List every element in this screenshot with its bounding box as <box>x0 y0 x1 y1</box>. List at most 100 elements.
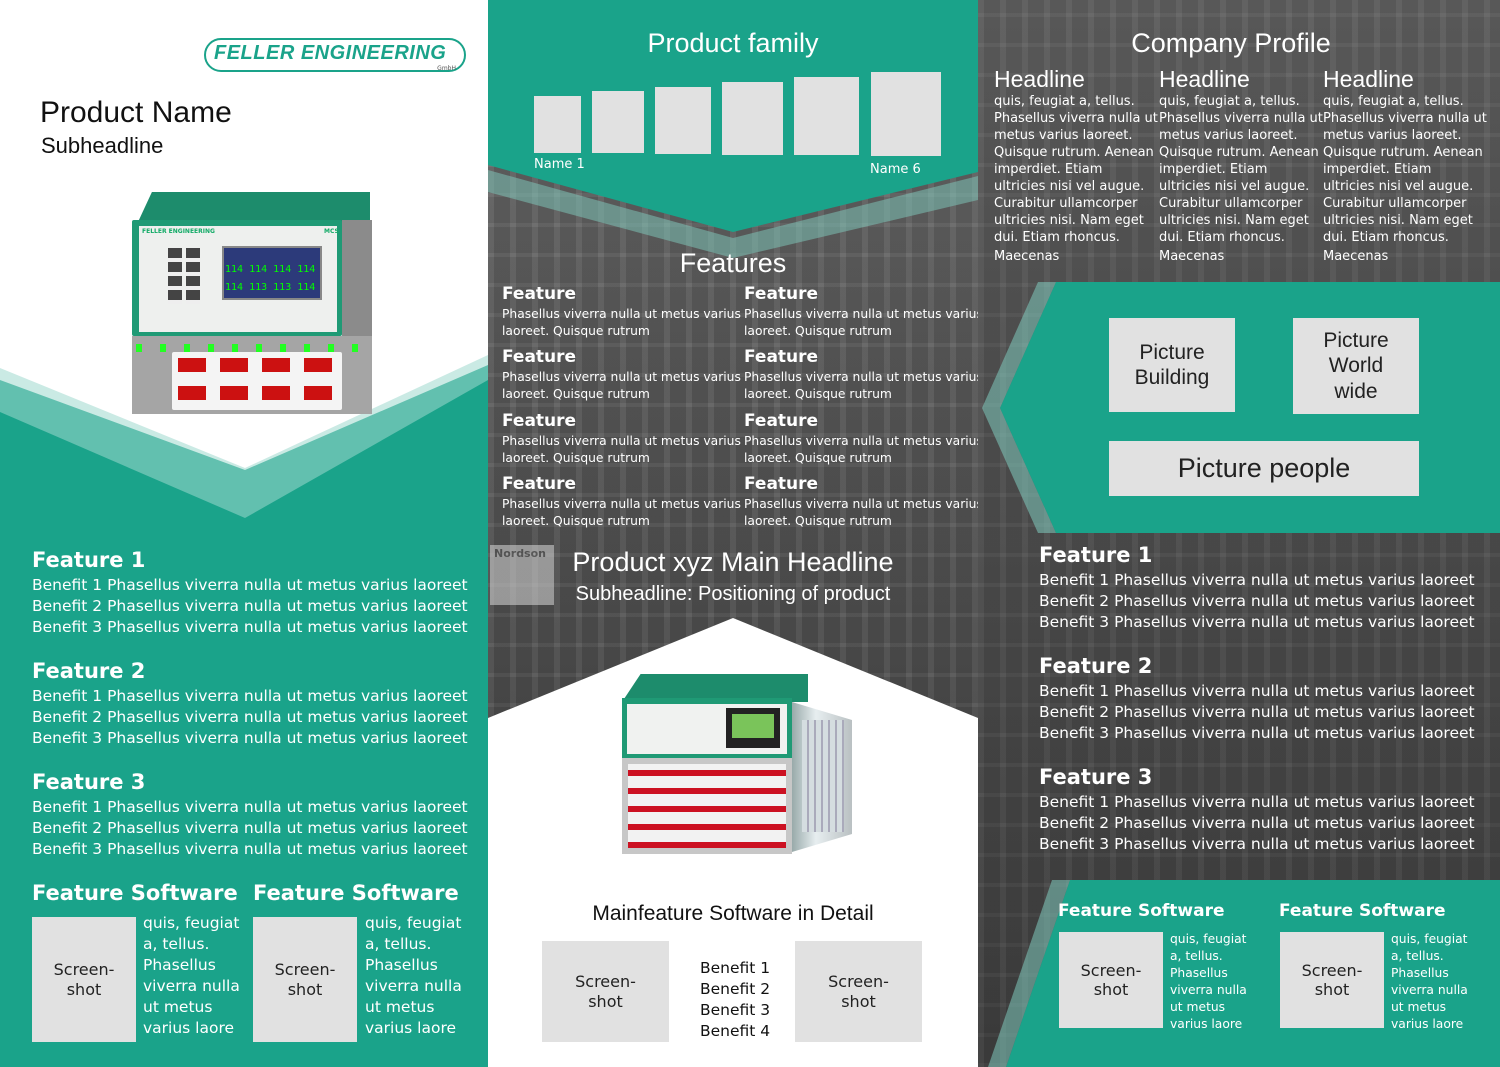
feature-title: Feature 1 <box>32 548 146 572</box>
feature-item-text: laoreet. Quisque rutrum <box>744 324 892 338</box>
benefit-text: Benefit 3 Phasellus viverra nulla ut met… <box>1039 613 1475 631</box>
background-sign-text: Nordson <box>494 547 546 560</box>
feature-item-title: Feature <box>502 411 577 431</box>
company-text-line: Curabitur ullamcorper <box>994 196 1138 211</box>
family-product-5 <box>794 77 859 155</box>
software-text-line: ut metus <box>1391 1000 1447 1014</box>
feature-item-text: Phasellus viverra nulla ut metus varius <box>744 434 978 448</box>
software-title: Feature Software <box>1058 901 1225 921</box>
screenshot-placeholder-right: Screen- shot <box>795 941 922 1042</box>
company-text-line: ultricies nisi vel augue. <box>994 179 1145 194</box>
software-text-line: varius laore <box>1391 1017 1464 1031</box>
screenshot-placeholder-left: Screen- shot <box>542 941 669 1042</box>
benefit-item: Benefit 1 <box>700 959 771 977</box>
benefit-text: Benefit 2 Phasellus viverra nulla ut met… <box>32 597 468 615</box>
software-title: Feature Software <box>253 881 459 905</box>
feature-item-title: Feature <box>744 284 819 304</box>
software-text-line: a, tellus. <box>1391 949 1444 963</box>
device-screen-row2: 114 113 113 114 <box>225 282 316 293</box>
product-device-image: FELLER ENGINEERING MCS 114 114 114 114 1… <box>132 192 378 414</box>
product-name: Product Name <box>40 96 232 129</box>
company-text-line: imperdiet. Etiam <box>1159 162 1268 177</box>
software-detail-title: Mainfeature Software in Detail <box>592 902 874 925</box>
software-text-line: ut metus <box>143 998 213 1016</box>
picture-worldwide: Picture World wide <box>1293 318 1419 414</box>
family-product-3 <box>655 87 711 154</box>
benefit-text: Benefit 3 Phasellus viverra nulla ut met… <box>32 729 468 747</box>
benefit-text: Benefit 3 Phasellus viverra nulla ut met… <box>1039 835 1475 853</box>
middle-panel: Nordson Product family Name 1 Name 6 Fea… <box>488 0 978 1067</box>
software-text-line: viverra nulla <box>1170 983 1247 997</box>
software-title: Feature Software <box>32 881 238 905</box>
feature-item-text: Phasellus viverra nulla ut metus varius <box>502 307 741 321</box>
left-panel: FELLER ENGINEERING GmbH Product Name Sub… <box>0 0 488 1067</box>
company-text-line: imperdiet. Etiam <box>1323 162 1432 177</box>
company-text-line: ultricies nisi vel augue. <box>1323 179 1474 194</box>
software-text-line: viverra nulla <box>1391 983 1468 997</box>
benefit-text: Benefit 1 Phasellus viverra nulla ut met… <box>1039 793 1475 811</box>
company-text-line: ultricies nisi. Nam eget <box>994 213 1144 228</box>
company-text-line: ultricies nisi. Nam eget <box>1323 213 1473 228</box>
software-description: quis, feugiat a, tellus. Phasellus viver… <box>1170 931 1247 1033</box>
company-text-last: Maecenas <box>1323 249 1389 264</box>
company-text-line: quis, feugiat a, tellus. <box>1159 94 1300 109</box>
company-headline: Headline <box>1323 66 1414 92</box>
family-title: Product family <box>647 28 819 58</box>
benefit-text: Benefit 2 Phasellus viverra nulla ut met… <box>32 708 468 726</box>
feature-item-text: laoreet. Quisque rutrum <box>502 324 650 338</box>
screenshot-placeholder: Screen- shot <box>253 917 357 1042</box>
feature-item-text: Phasellus viverra nulla ut metus varius <box>502 497 741 511</box>
software-text-line: quis, feugiat <box>1391 932 1468 946</box>
feature-item-title: Feature <box>502 347 577 367</box>
benefit-text: Benefit 3 Phasellus viverra nulla ut met… <box>32 618 468 636</box>
screenshot-placeholder: Screen- shot <box>1059 932 1163 1028</box>
feature-item-text: Phasellus viverra nulla ut metus varius <box>744 497 978 511</box>
main-product-image <box>622 668 858 854</box>
feature-title: Feature 1 <box>1039 543 1153 567</box>
software-title: Feature Software <box>1279 901 1446 921</box>
feature-item-title: Feature <box>744 347 819 367</box>
company-text-line: quis, feugiat a, tellus. <box>994 94 1135 109</box>
software-text-line: ut metus <box>365 998 435 1016</box>
software-text-line: quis, feugiat <box>1170 932 1247 946</box>
feature-item-title: Feature <box>744 474 819 494</box>
feature-item-text: Phasellus viverra nulla ut metus varius <box>744 307 978 321</box>
picture-building: Picture Building <box>1109 318 1235 412</box>
device-brand: FELLER ENGINEERING <box>142 228 215 235</box>
brand-logo-sub: GmbH <box>437 65 456 72</box>
feature-item-text: laoreet. Quisque rutrum <box>502 451 650 465</box>
software-text-line: Phasellus <box>1170 966 1228 980</box>
company-text-line: Curabitur ullamcorper <box>1323 196 1467 211</box>
background-sign: Nordson <box>490 545 554 605</box>
company-text-line: metus varius laoreet. <box>1159 128 1298 143</box>
family-name-last: Name 6 <box>870 162 921 177</box>
brand-logo: FELLER ENGINEERING GmbH <box>204 38 466 72</box>
benefit-text: Benefit 2 Phasellus viverra nulla ut met… <box>1039 703 1475 721</box>
benefit-text: Benefit 1 Phasellus viverra nulla ut met… <box>32 687 468 705</box>
main-subheadline: Subheadline: Positioning of product <box>575 583 891 605</box>
company-text-line: Quisque rutrum. Aenean <box>1323 145 1483 160</box>
feature-title: Feature 3 <box>32 770 146 794</box>
feature-item-title: Feature <box>502 474 577 494</box>
screenshot-placeholder: Screen- shot <box>1280 932 1384 1028</box>
feature-item-text: Phasellus viverra nulla ut metus varius <box>502 370 741 384</box>
software-text-line: a, tellus. <box>1170 949 1223 963</box>
feature-title: Feature 2 <box>32 659 146 683</box>
benefit-text: Benefit 2 Phasellus viverra nulla ut met… <box>1039 592 1475 610</box>
features-title: Features <box>679 248 787 278</box>
main-headline: Product xyz Main Headline <box>572 547 894 577</box>
benefit-item: Benefit 2 <box>700 980 771 998</box>
feature-item-text: laoreet. Quisque rutrum <box>744 451 892 465</box>
screenshot-placeholder: Screen- shot <box>32 917 136 1042</box>
company-title: Company Profile <box>1131 28 1331 58</box>
feature-item-text: laoreet. Quisque rutrum <box>502 387 650 401</box>
company-text-line: dui. Etiam rhoncus. <box>1159 230 1285 245</box>
company-text-line: ultricies nisi vel augue. <box>1159 179 1310 194</box>
company-text-line: Phasellus viverra nulla ut <box>1323 111 1487 126</box>
benefit-text: Benefit 1 Phasellus viverra nulla ut met… <box>1039 571 1475 589</box>
benefit-list: Benefit 1 Benefit 2 Benefit 3 Benefit 4 <box>700 958 770 1042</box>
software-description: quis, feugiat a, tellus. Phasellus viver… <box>143 913 240 1039</box>
feature-item-title: Feature <box>502 284 577 304</box>
software-text-line: varius laore <box>365 1019 457 1037</box>
benefit-text: Benefit 1 Phasellus viverra nulla ut met… <box>1039 682 1475 700</box>
